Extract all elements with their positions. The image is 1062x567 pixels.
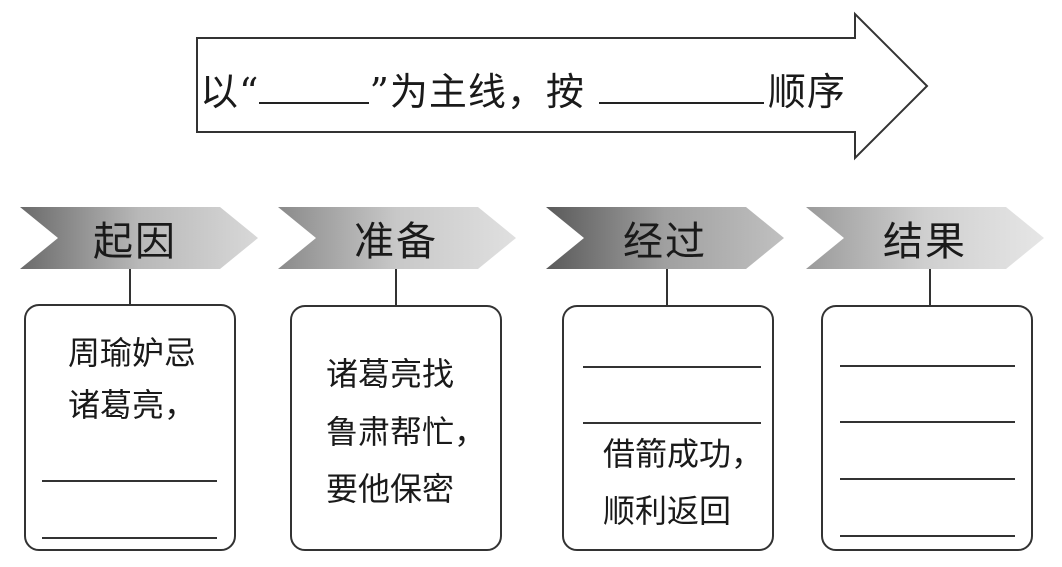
arrow-sentence: 以“ ”为主线，按 顺序: [200, 62, 880, 114]
result-blank-1[interactable]: [840, 365, 1015, 367]
box-result: [821, 305, 1033, 551]
cause-text-line-2: 诸葛亮，: [68, 386, 197, 424]
chevron-prepare: [278, 207, 516, 269]
chevron-result: [806, 207, 1044, 269]
box-cause: [24, 304, 236, 551]
process-blank-1[interactable]: [583, 366, 761, 368]
prepare-text-line-1: 诸葛亮找: [326, 355, 455, 393]
prepare-text-line-2: 鲁肃帮忙，: [326, 413, 487, 451]
result-blank-4[interactable]: [840, 535, 1015, 537]
box-prepare: [290, 305, 502, 551]
result-blank-3[interactable]: [840, 478, 1015, 480]
cause-text-line-1: 周瑜妒忌: [68, 334, 197, 372]
stage-label-prepare: 准备: [354, 218, 438, 265]
arrow-blank-1[interactable]: [259, 72, 370, 104]
chevron-cause: [20, 207, 258, 269]
arrow-suffix: 顺序: [767, 69, 846, 114]
process-blank-2[interactable]: [583, 422, 761, 424]
chevron-process: [546, 207, 784, 269]
process-text-line-1: 借箭成功，: [603, 435, 764, 473]
cause-blank-1[interactable]: [42, 480, 217, 482]
prepare-text-line-3: 要他保密: [326, 470, 455, 508]
main-arrow: [196, 11, 929, 161]
cause-blank-2[interactable]: [42, 537, 217, 539]
stage-label-cause: 起因: [93, 218, 177, 265]
stage-label-process: 经过: [623, 218, 707, 265]
stage-label-result: 结果: [883, 218, 967, 265]
process-text-line-2: 顺利返回: [603, 492, 732, 530]
arrow-prefix: 以“: [200, 69, 260, 114]
arrow-middle: ”为主线，按: [369, 69, 585, 114]
arrow-blank-2[interactable]: [598, 72, 764, 104]
result-blank-2[interactable]: [840, 421, 1015, 423]
